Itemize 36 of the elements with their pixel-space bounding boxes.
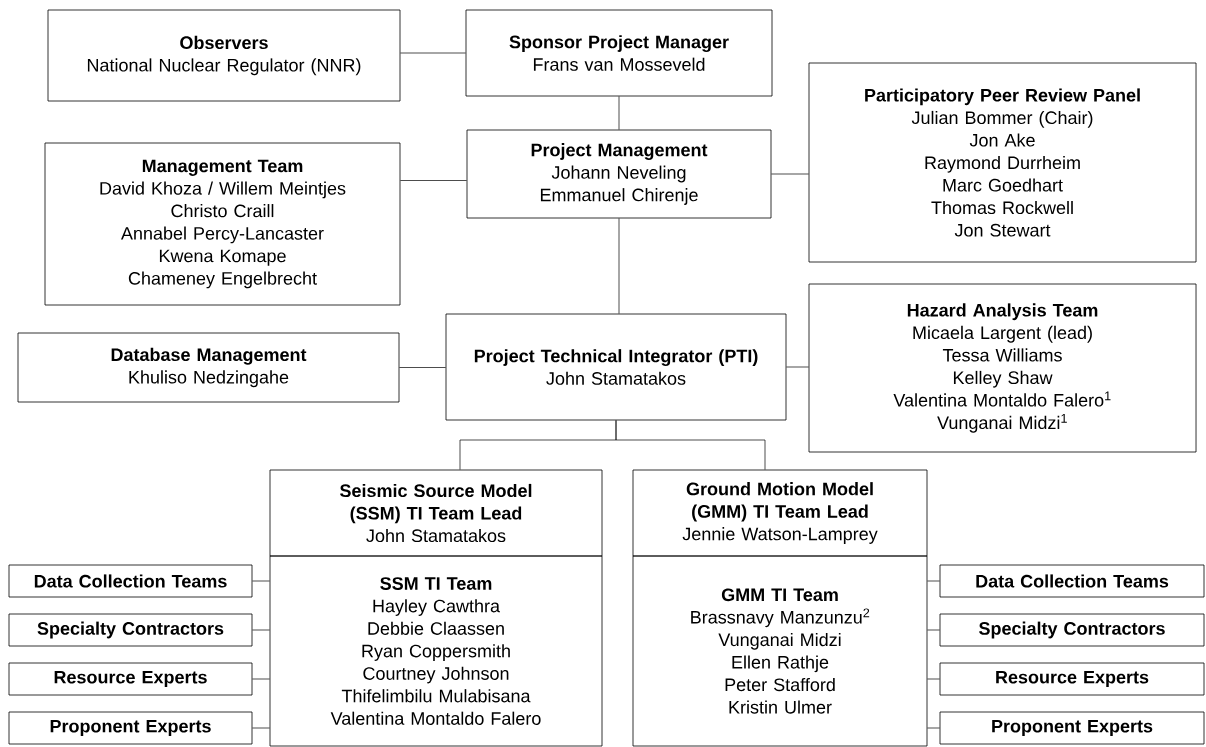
org-box: Project Management Johann Neveling Emmanuel Chirenje (466, 129, 772, 219)
org-box: Sponsor Project Manager Frans van Mosseveld (465, 9, 773, 97)
connector-line (927, 629, 940, 631)
org-box: GMM TI Team Brassnavy Manzunzu$^{2}$ Vunganai Midzi Ellen Rathje Peter Stafford Kristin Ulmer (632, 555, 928, 747)
connector-line (771, 173, 809, 175)
org-box: Resource Experts (8, 662, 253, 696)
org-box: Ground Motion Model (GMM) TI Team Lead Jennie Watson-Lamprey (632, 469, 928, 557)
connector-line (615, 420, 766, 470)
org-box: Management Team David Khoza / Willem Meintjes Christo Craill Annabel Percy-Lancaster Kwena Komape Chameney Engelbrecht (44, 142, 401, 306)
connector-line (252, 727, 270, 729)
connector-line (252, 580, 270, 582)
connector-line (252, 629, 270, 631)
org-box: SSM TI Team Hayley Cawthra Debbie Claassen Ryan Coppersmith Courtney Johnson Thifelimbilu Mulabisana Valentina Montaldo Falero (269, 555, 603, 747)
connector-line (618, 96, 620, 130)
connector-line (252, 678, 270, 680)
org-box: Participatory Peer Review Panel Julian Bommer (Chair) Jon Ake Raymond Durrheim Marc Goedhart Thomas Rockwell Jon Stewart (808, 62, 1197, 263)
connector-line (400, 52, 466, 54)
connector-line (927, 678, 940, 680)
connector-line (618, 218, 620, 314)
connector-line (399, 367, 446, 368)
connector-line (400, 180, 467, 181)
org-box: Seismic Source Model (SSM) TI Team Lead John Stamatakos (269, 469, 603, 557)
org-box: Data Collection Teams (8, 564, 253, 598)
connector-line (786, 366, 809, 368)
org-box: Proponent Experts (8, 711, 253, 745)
org-box: Hazard Analysis Team Micaela Largent (lead) Tessa Williams Kelley Shaw Valentina Montaldo Falero$^{1}$ Vunganai Midzi$^{1}$ (808, 283, 1197, 453)
org-box: Resource Experts (939, 662, 1205, 696)
org-box: Proponent Experts (939, 711, 1205, 745)
connector-line (927, 727, 940, 729)
org-box: Specialty Contractors (939, 613, 1205, 647)
org-box: Observers National Nuclear Regulator (NNR) (47, 9, 401, 102)
org-box: Data Collection Teams (939, 564, 1205, 598)
org-box: Specialty Contractors (8, 613, 253, 647)
org-box: Database Management Khuliso Nedzingahe (17, 332, 400, 403)
org-box: Project Technical Integrator (PTI) John Stamatakos (445, 313, 787, 421)
connector-line (927, 580, 940, 582)
